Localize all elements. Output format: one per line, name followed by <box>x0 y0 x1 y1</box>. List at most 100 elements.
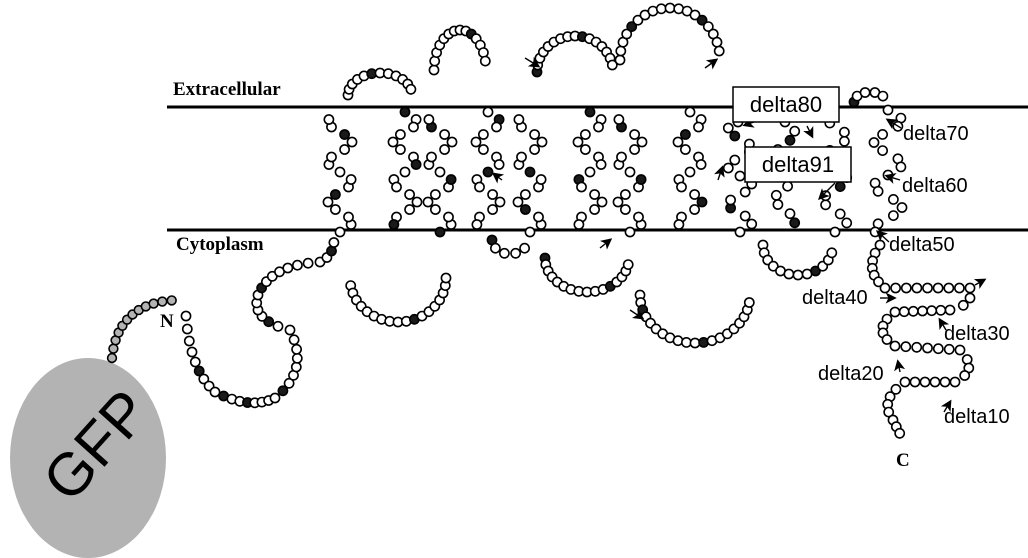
residue <box>773 200 782 209</box>
residue <box>634 212 643 221</box>
arrow-delta20 <box>898 362 900 372</box>
residue <box>191 357 200 366</box>
residue <box>340 145 349 154</box>
residue <box>959 301 968 310</box>
residue <box>424 115 433 124</box>
residue <box>934 344 943 353</box>
residue <box>472 220 481 229</box>
residue <box>726 195 735 204</box>
residue <box>912 283 921 292</box>
residue <box>730 131 739 140</box>
residue <box>585 167 594 176</box>
residue <box>590 190 599 199</box>
residue <box>955 345 964 354</box>
residue <box>637 137 646 146</box>
residue <box>912 343 921 352</box>
residue <box>396 145 405 154</box>
residue <box>293 261 302 270</box>
residue <box>616 46 625 55</box>
residue <box>495 160 504 169</box>
residue <box>878 146 887 155</box>
residue <box>869 138 878 147</box>
residue <box>617 152 626 161</box>
residue <box>392 182 401 191</box>
residue <box>880 283 889 292</box>
residue <box>883 170 892 179</box>
residue <box>590 205 599 214</box>
residue <box>594 122 603 131</box>
residue <box>830 227 839 236</box>
residue <box>895 429 904 438</box>
residue <box>741 211 750 220</box>
residue <box>187 347 196 356</box>
delta10-label: delta10 <box>944 406 1010 428</box>
residue <box>889 211 898 220</box>
residue <box>388 137 397 146</box>
residue <box>889 195 898 204</box>
residue <box>897 203 906 212</box>
residue <box>724 123 733 132</box>
residue <box>530 130 539 139</box>
residue <box>715 46 724 55</box>
delta80-label: delta80 <box>750 92 822 117</box>
residue <box>521 205 530 214</box>
residue <box>577 182 586 191</box>
residue <box>585 107 594 116</box>
n-terminus-label: N <box>160 311 174 332</box>
residue <box>447 137 456 146</box>
residue <box>431 205 440 214</box>
residue <box>621 205 630 214</box>
residue <box>597 160 606 169</box>
residue <box>637 175 646 184</box>
residue <box>625 167 634 176</box>
residue <box>950 377 959 386</box>
residue <box>347 137 356 146</box>
cytoplasm-label: Cytoplasm <box>176 234 264 255</box>
residue <box>624 260 633 269</box>
residue <box>790 218 799 227</box>
residue <box>677 182 686 191</box>
residue <box>488 190 497 199</box>
residue <box>955 283 964 292</box>
residue <box>965 283 974 292</box>
residue <box>790 127 799 136</box>
residue <box>537 137 546 146</box>
residue <box>673 137 682 146</box>
residue <box>625 227 634 236</box>
residue <box>405 205 414 214</box>
residue <box>910 377 919 386</box>
residue <box>293 354 302 363</box>
residue <box>185 336 194 345</box>
residue <box>520 244 529 253</box>
residue <box>735 227 744 236</box>
arrow-site-7 <box>975 280 984 285</box>
residue <box>304 259 313 268</box>
residue <box>427 152 436 161</box>
delta60-label: delta60 <box>902 175 968 197</box>
residue <box>323 197 332 206</box>
residue <box>327 152 336 161</box>
residue <box>441 273 450 282</box>
residue <box>685 107 694 116</box>
residue <box>934 283 943 292</box>
residue <box>861 88 870 97</box>
residue <box>890 307 899 316</box>
residue <box>621 190 630 199</box>
residue <box>682 338 691 347</box>
residue <box>396 130 405 139</box>
residue <box>945 345 954 354</box>
residue <box>412 197 421 206</box>
residue <box>936 306 945 315</box>
linker-residue <box>167 296 176 305</box>
residue <box>630 130 639 139</box>
residue <box>614 115 623 124</box>
residue <box>674 220 683 229</box>
residue <box>273 322 282 331</box>
residue <box>960 371 969 380</box>
residue <box>874 187 883 196</box>
residue <box>479 130 488 139</box>
residue <box>900 307 909 316</box>
residue <box>883 105 892 114</box>
linker-residue <box>109 344 118 353</box>
residue <box>615 55 624 64</box>
